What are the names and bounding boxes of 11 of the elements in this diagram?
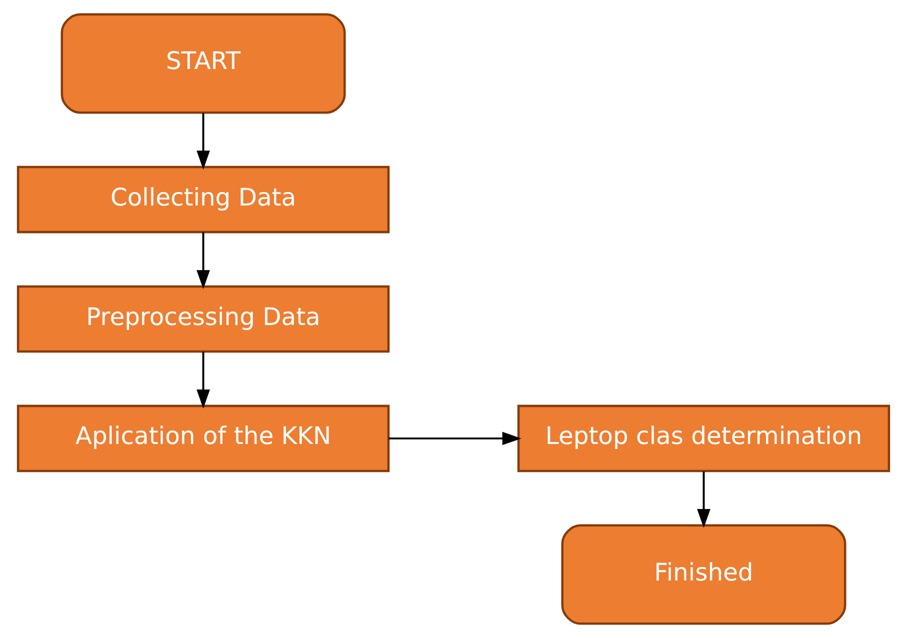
node-box: Collecting Data xyxy=(16,166,390,234)
node-box: Aplication of the KKN xyxy=(16,404,390,472)
arrow xyxy=(196,352,210,409)
arrow xyxy=(697,471,710,528)
arrow xyxy=(196,113,210,170)
arrow xyxy=(388,432,522,446)
node-box: Leptop clas determination xyxy=(517,404,890,472)
node-box: Finished xyxy=(561,524,846,625)
node-box: Preprocessing Data xyxy=(16,285,390,353)
node-box: START xyxy=(60,13,346,114)
arrow xyxy=(196,232,210,290)
